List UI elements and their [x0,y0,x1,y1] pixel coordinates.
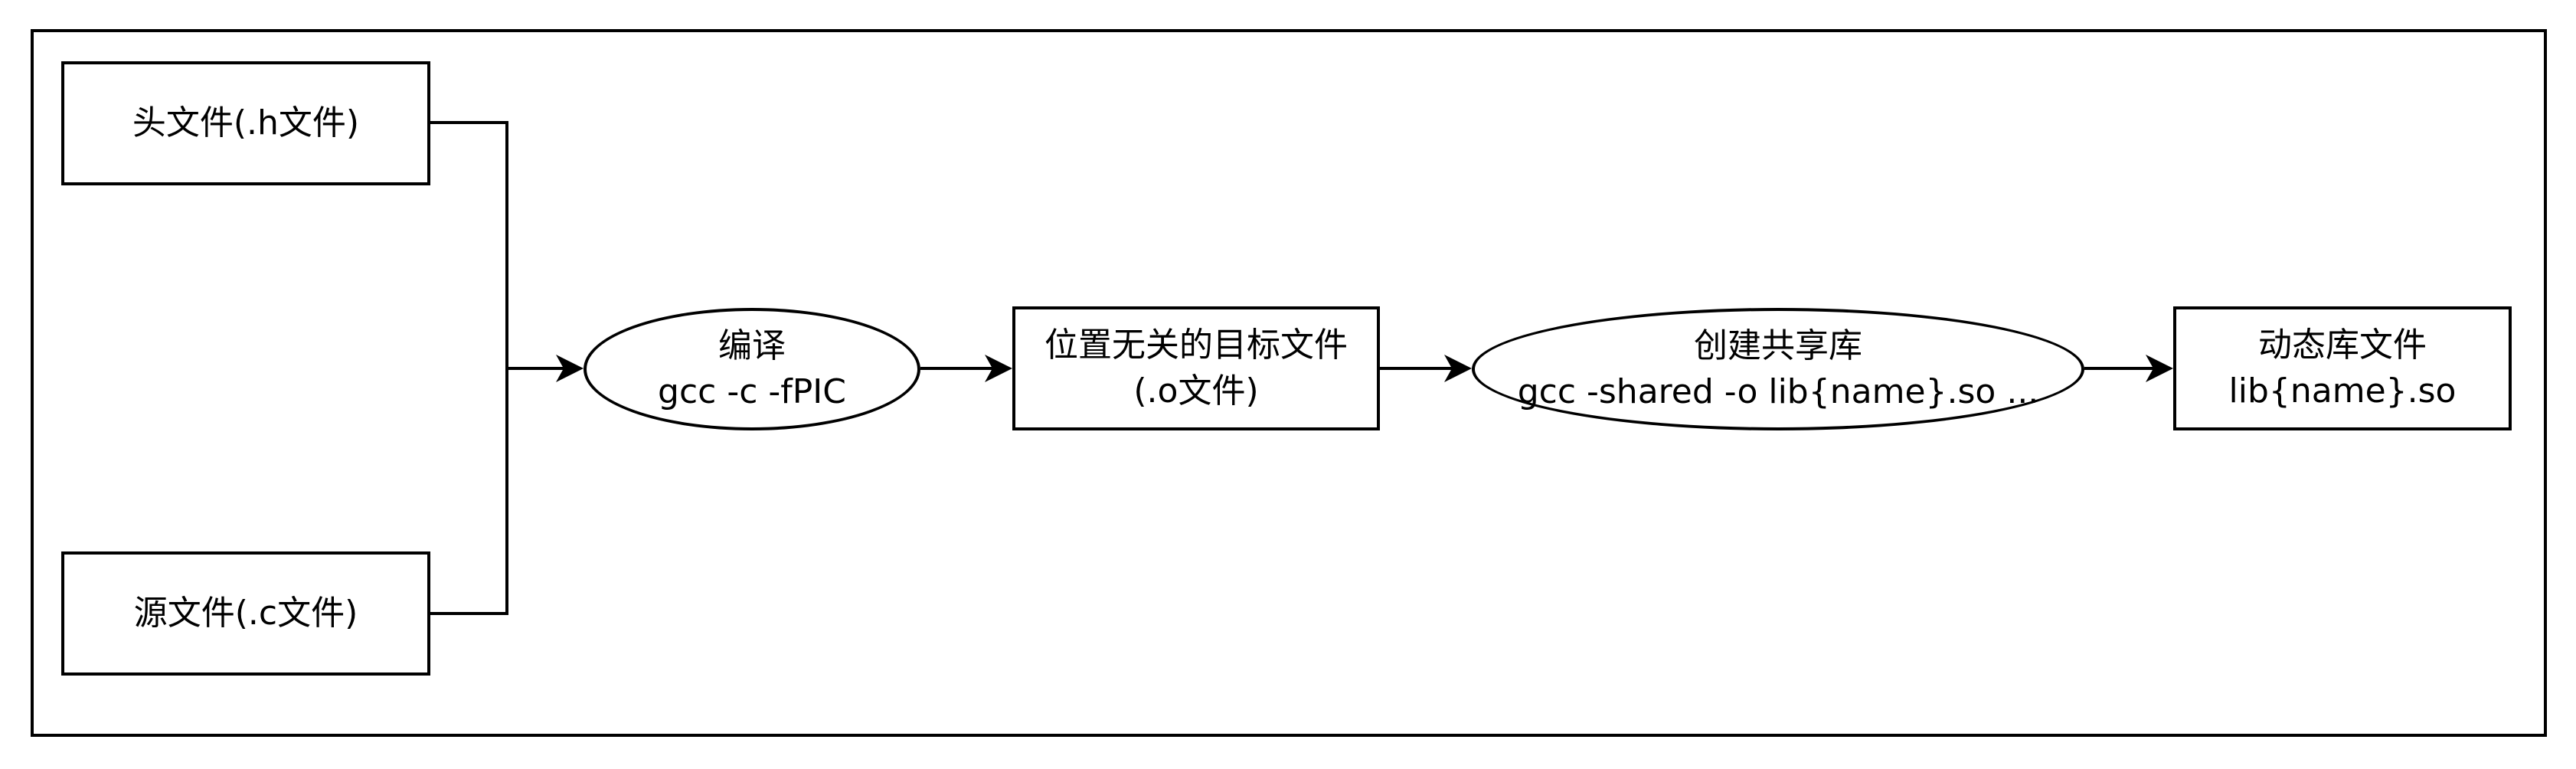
outer-frame [31,29,2547,737]
compile-command: gcc -c -fPIC [658,372,846,411]
arrowhead-create [1444,355,1472,382]
create-shared-node: 创建共享库 gcc -shared -o lib{name}.so ... [1472,308,2084,430]
source-file-node: 源文件(.c文件) [61,551,430,676]
edge-source-to-junction [430,368,508,615]
create-shared-command: gcc -shared -o lib{name}.so ... [1517,372,2039,411]
edge-header-to-junction [430,121,508,368]
object-file-node: 位置无关的目标文件 (.o文件) [1012,306,1380,430]
compile-node: 编译 gcc -c -fPIC [584,308,920,430]
source-file-label: 源文件(.c文件) [133,594,358,633]
arrowhead-object [985,355,1012,382]
dynamic-lib-node: 动态库文件 lib{name}.so [2173,306,2512,430]
arrowhead-dynlib [2146,355,2173,382]
arrowhead-compile [556,355,584,382]
create-shared-title: 创建共享库 [1694,326,1862,365]
header-file-label: 头文件(.h文件) [132,103,360,142]
header-file-node: 头文件(.h文件) [61,61,430,185]
object-file-title: 位置无关的目标文件 [1044,326,1348,365]
object-file-ext: (.o文件) [1133,371,1259,411]
dynamic-lib-title: 动态库文件 [2258,326,2427,365]
compile-title: 编译 [718,326,786,365]
dynamic-lib-name: lib{name}.so [2228,371,2457,411]
